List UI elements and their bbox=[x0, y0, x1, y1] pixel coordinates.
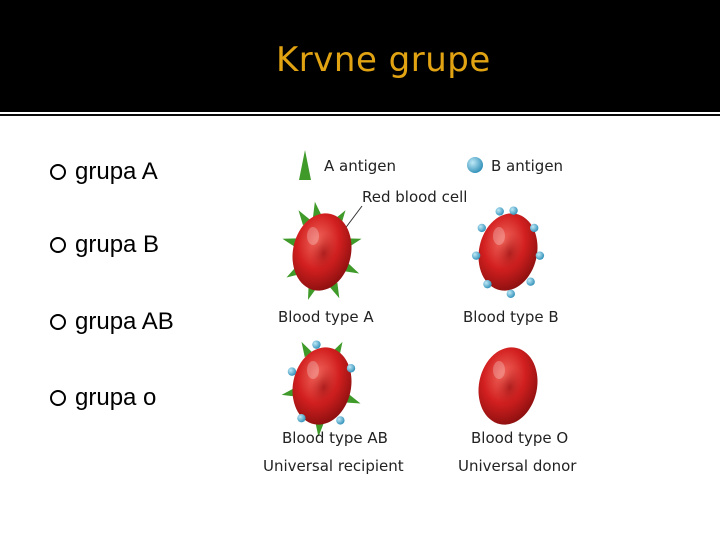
bullet-item: grupa AB bbox=[50, 305, 174, 339]
bullet-item: grupa A bbox=[50, 155, 158, 189]
universal-donor-label: Universal donor bbox=[458, 457, 577, 475]
a-antigen-spike bbox=[282, 238, 298, 248]
b-antigen-dot bbox=[495, 207, 504, 216]
b-antigen-dot bbox=[297, 413, 306, 423]
title-bar bbox=[0, 0, 720, 112]
bullet-ring-icon bbox=[50, 164, 66, 180]
blood-cell-type-b bbox=[471, 206, 545, 299]
cell-dimple bbox=[495, 366, 525, 409]
a-antigen-icon bbox=[299, 150, 311, 180]
slide-title: Krvne grupe bbox=[276, 40, 491, 80]
b-antigen-dot bbox=[477, 223, 486, 233]
blood-type-ab-label: Blood type AB bbox=[282, 429, 388, 447]
blood-type-illustration: A antigen B antigen Red blood cell Blood… bbox=[263, 150, 577, 475]
cell-dimple bbox=[495, 232, 525, 275]
cell-highlight bbox=[307, 227, 319, 245]
b-antigen-dot bbox=[535, 251, 545, 260]
b-antigen-dot bbox=[471, 251, 481, 260]
b-antigen-dot bbox=[287, 367, 297, 376]
legend-a-antigen: A antigen bbox=[299, 150, 396, 180]
a-antigen-spike bbox=[345, 394, 361, 404]
legend-a-label: A antigen bbox=[324, 157, 396, 175]
b-antigen-dot bbox=[506, 289, 515, 299]
a-antigen-spike bbox=[312, 201, 322, 218]
b-antigen-dot bbox=[509, 206, 518, 215]
bullet-item: grupa o bbox=[50, 381, 156, 415]
red-blood-cell-label: Red blood cell bbox=[362, 188, 467, 206]
cell-highlight bbox=[307, 361, 319, 379]
bullet-text: grupa B bbox=[75, 231, 160, 258]
b-antigen-dot bbox=[312, 340, 321, 349]
blood-type-b-label: Blood type B bbox=[463, 308, 559, 326]
blood-type-o-label: Blood type O bbox=[471, 429, 568, 447]
bullet-item: grupa B bbox=[50, 228, 159, 262]
blood-type-a-label: Blood type A bbox=[278, 308, 374, 326]
bullet-ring-icon bbox=[50, 237, 66, 253]
title-divider bbox=[0, 114, 720, 116]
b-antigen-dot bbox=[336, 416, 345, 425]
b-antigen-icon bbox=[467, 157, 483, 173]
cell-highlight bbox=[493, 227, 505, 245]
legend-b-label: B antigen bbox=[491, 157, 563, 175]
blood-cell-type-ab bbox=[281, 340, 361, 437]
b-antigen-dot bbox=[346, 364, 356, 373]
b-antigen-dot bbox=[530, 223, 539, 233]
bullet-ring-icon bbox=[50, 390, 66, 406]
bullet-text: grupa AB bbox=[75, 308, 174, 335]
blood-cell-type-a bbox=[282, 201, 362, 300]
universal-recipient-label: Universal recipient bbox=[263, 457, 404, 475]
bullet-text: grupa A bbox=[75, 158, 158, 185]
a-antigen-spike bbox=[315, 421, 325, 437]
blood-type-figure: A antigen B antigen Red blood cell Blood… bbox=[258, 140, 598, 480]
legend-b-antigen: B antigen bbox=[467, 157, 563, 175]
cell-highlight bbox=[493, 361, 505, 379]
cell-dimple bbox=[309, 366, 339, 409]
bullet-ring-icon bbox=[50, 314, 66, 330]
b-antigen-dot bbox=[526, 277, 535, 286]
bullet-text: grupa o bbox=[75, 384, 157, 411]
cell-dimple bbox=[309, 232, 339, 275]
blood-cell-type-o bbox=[478, 347, 538, 425]
b-antigen-dot bbox=[483, 279, 492, 289]
